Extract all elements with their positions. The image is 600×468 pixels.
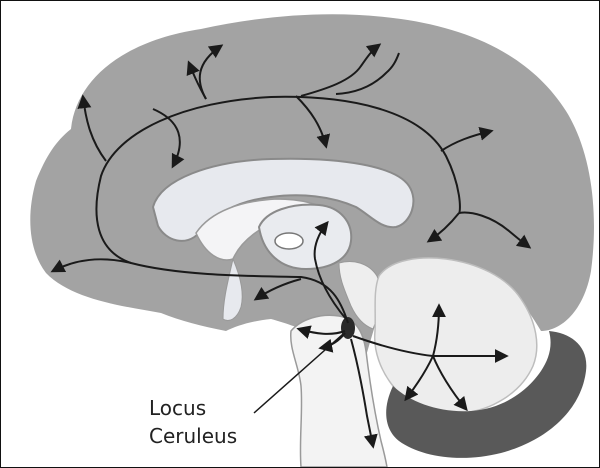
label-ceruleus: Ceruleus [149, 424, 237, 448]
thalamic-nucleus [275, 233, 303, 249]
label-locus: Locus [149, 396, 206, 420]
